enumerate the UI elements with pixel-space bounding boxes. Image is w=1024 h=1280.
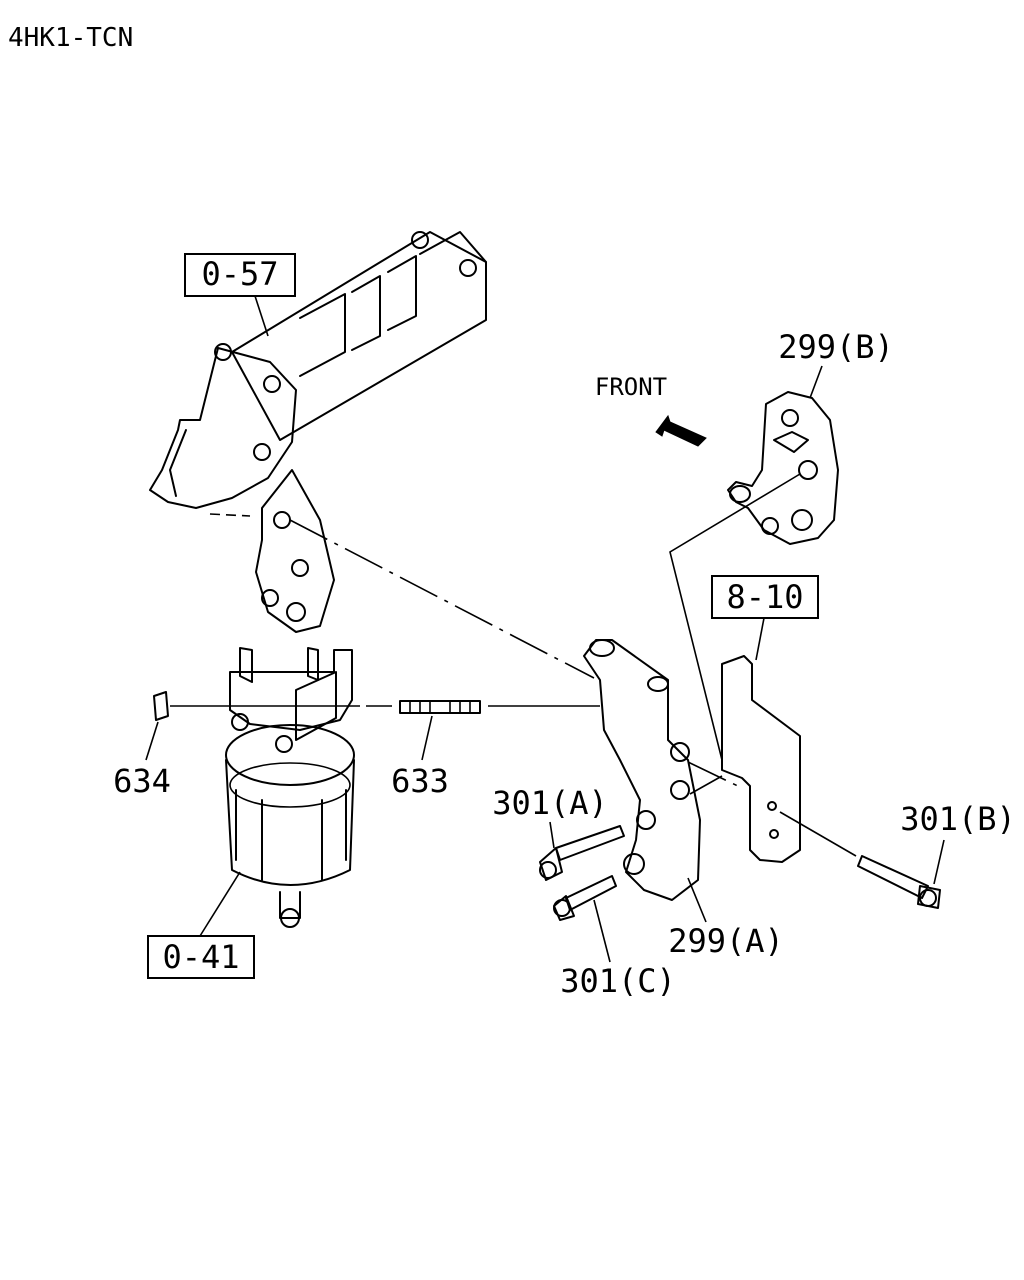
callout-299a[interactable]: 299(A) — [668, 922, 784, 960]
bracket-299b — [727, 391, 839, 545]
ref-0-41[interactable]: 0-41 — [162, 938, 239, 976]
ref-8-10[interactable]: 8-10 — [726, 578, 803, 616]
front-arrow-icon — [655, 414, 707, 447]
ref-box-0-57 — [184, 253, 296, 297]
cooler-assembly — [149, 231, 487, 633]
plate-8-10 — [721, 655, 801, 863]
model-code: 4HK1-TCN — [8, 23, 133, 53]
stud-633 — [399, 700, 481, 714]
bolt-301c — [553, 875, 617, 921]
callout-301b[interactable]: 301(B) — [900, 800, 1016, 838]
nut-634 — [153, 691, 169, 721]
ref-box-8-10 — [711, 575, 819, 619]
bolt-301a — [539, 825, 625, 881]
bracket-299a — [583, 639, 701, 901]
ref-box-0-41 — [147, 935, 255, 979]
front-label: FRONT — [595, 373, 667, 401]
bolt-301b — [857, 855, 941, 909]
callout-301a[interactable]: 301(A) — [492, 784, 608, 822]
callout-634[interactable]: 634 — [113, 762, 171, 800]
fuel-filter — [225, 647, 355, 928]
callout-299b[interactable]: 299(B) — [778, 328, 894, 366]
callout-633[interactable]: 633 — [391, 762, 449, 800]
callout-301c[interactable]: 301(C) — [560, 962, 676, 1000]
ref-0-57[interactable]: 0-57 — [201, 255, 278, 293]
